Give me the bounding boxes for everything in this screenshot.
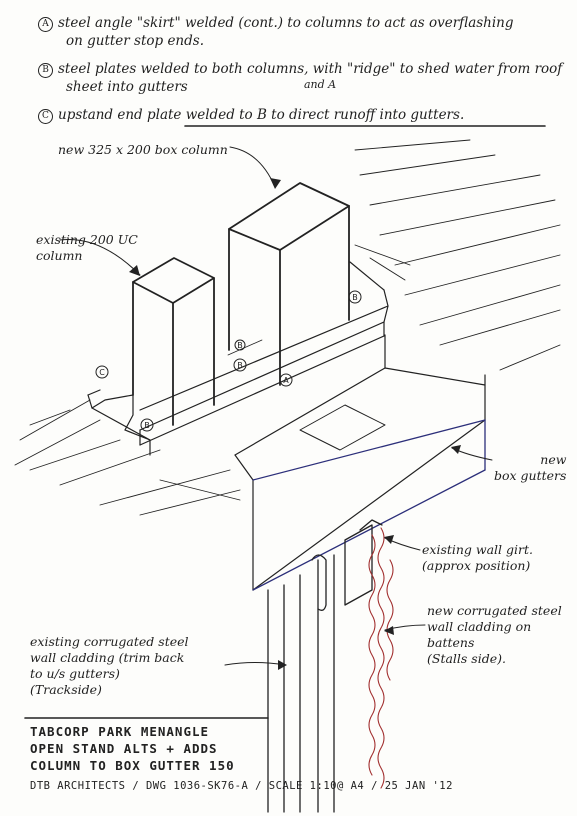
label-existing-column-line2: column	[36, 248, 83, 263]
marker-b-drawing-3: B	[352, 293, 358, 302]
label-existing-cladding-line3: to u/s gutters)	[30, 666, 120, 681]
skirt-angle-a	[139, 261, 389, 446]
label-existing-cladding-line4: (Trackside)	[30, 682, 102, 697]
label-box-gutters-line2: box gutters	[494, 468, 567, 483]
title-line-3: COLUMN TO BOX GUTTER 150	[30, 758, 235, 773]
title-line-2: OPEN STAND ALTS + ADDS	[30, 741, 218, 756]
label-box-gutters-line1: new	[540, 452, 567, 467]
label-existing-column: existing 200 UC column	[36, 232, 138, 264]
label-existing-cladding-line2: wall cladding (trim back	[30, 650, 185, 665]
end-plate-c	[87, 389, 151, 456]
new-box-column	[228, 182, 350, 386]
drawing-markers: A B B B B C	[95, 290, 362, 432]
label-box-gutters: new box gutters	[494, 452, 566, 484]
label-wall-girt-line2: (approx position)	[422, 558, 531, 573]
existing-column	[132, 257, 215, 426]
marker-a-drawing: A	[283, 376, 289, 385]
title-line-1: TABCORP PARK MENANGLE	[30, 724, 210, 739]
title-line-4: DTB ARCHITECTS / DWG 1036-SK76-A / SCALE…	[30, 780, 453, 792]
roof-sheeting-right	[354, 139, 561, 371]
note-a-line1: steel angle "skirt" welded (cont.) to co…	[58, 15, 514, 31]
note-b-line1: steel plates welded to both columns, wit…	[58, 61, 563, 77]
roof-sheeting-left	[14, 399, 241, 516]
label-new-cladding-line3: battens	[427, 635, 475, 650]
label-new-cladding-line4: (Stalls side).	[427, 651, 506, 666]
label-new-cladding-line2: wall cladding on	[427, 619, 532, 634]
label-new-cladding-line1: new corrugated steel	[427, 603, 562, 618]
column-below	[267, 554, 335, 813]
label-new-cladding: new corrugated steel wall cladding on ba…	[427, 603, 562, 667]
note-c-line1: upstand end plate welded to B to direct …	[58, 107, 465, 123]
wall-girt	[344, 519, 383, 606]
marker-c-drawing: C	[99, 368, 105, 377]
label-box-column: new 325 x 200 box column	[58, 142, 228, 157]
note-a-line2: on gutter stop ends.	[66, 33, 204, 49]
marker-b-drawing-4: B	[237, 341, 243, 350]
marker-b-drawing-2: B	[144, 421, 150, 430]
note-b-line2: sheet into gutters	[66, 79, 188, 95]
label-existing-cladding-line1: existing corrugated steel	[30, 634, 189, 649]
marker-c: C	[38, 109, 53, 124]
new-cladding-lines	[368, 527, 394, 789]
label-wall-girt: existing wall girt. (approx position)	[422, 542, 533, 574]
leader-lines	[59, 146, 493, 666]
note-b-insert: and A	[304, 78, 337, 91]
box-gutter	[234, 334, 486, 591]
label-existing-column-line1: existing 200 UC	[36, 232, 138, 247]
label-existing-cladding: existing corrugated steel wall cladding …	[30, 634, 189, 698]
box-gutter-edge	[252, 419, 486, 591]
label-wall-girt-line1: existing wall girt.	[422, 542, 533, 557]
arrow-heads	[129, 178, 461, 670]
marker-b-drawing-1: B	[237, 361, 243, 370]
